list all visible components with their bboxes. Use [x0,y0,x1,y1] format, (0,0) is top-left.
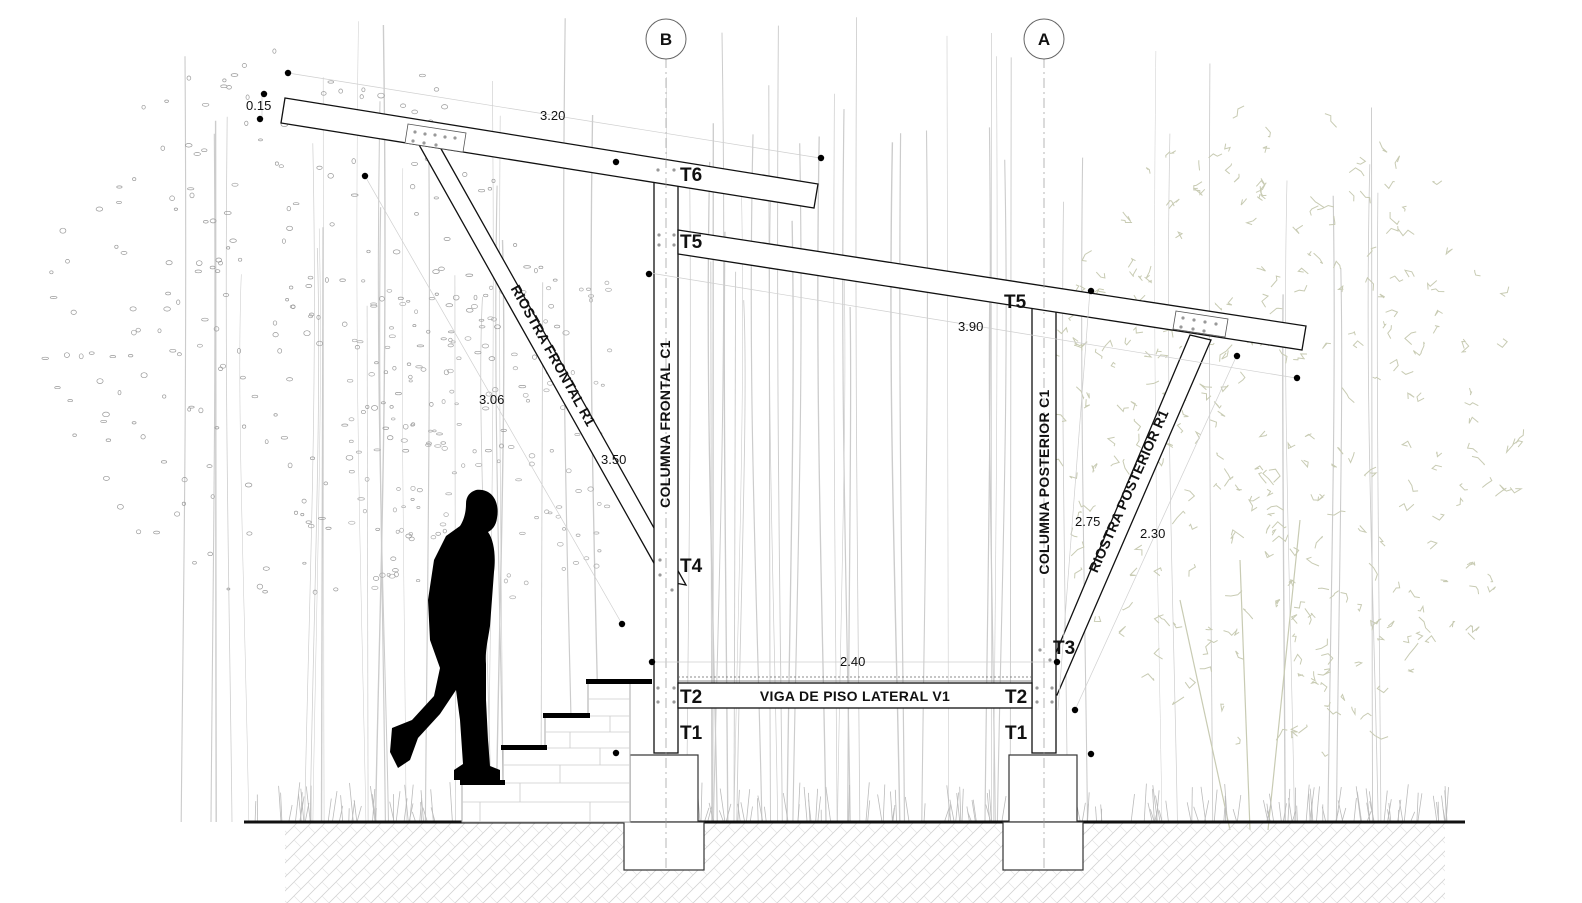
footings [623,754,1084,871]
dim-brace-front-length: 3.50 [601,452,626,467]
joint-t3: T3 [1053,638,1075,659]
main-roof-beam [677,229,1307,351]
dim-roof-main: 3.90 [958,319,983,334]
label-rear-brace: RIOSTRA POSTERIOR R1 [1085,407,1171,575]
dim-beam-depth: 0.15 [246,98,271,113]
grid-label-a: A [1038,30,1050,49]
floor-beam [677,682,1033,709]
grid-bubbles: B A [645,18,1065,60]
joint-t4: T4 [680,556,703,577]
background-trees [41,17,1382,823]
ground [244,782,1465,903]
joint-t6: T6 [680,165,702,186]
label-rear-column: COLUMNA POSTERIOR C1 [1036,389,1052,574]
joint-t2-rear: T2 [1005,687,1027,708]
joint-t5-front: T5 [680,232,703,253]
right-tree-canopy [1048,105,1525,831]
rear-brace [1040,334,1212,696]
joint-t1-rear: T1 [1005,723,1028,744]
dim-roof-front: 3.20 [540,108,565,123]
dim-brace-rear-vertical: 2.75 [1075,514,1100,529]
label-front-column: COLUMNA FRONTAL C1 [657,340,673,508]
grid-label-b: B [660,30,672,49]
joint-t2-front: T2 [680,687,702,708]
human-figure [390,489,500,780]
dim-floor-span: 2.40 [840,654,865,669]
dim-brace-front-vertical: 3.06 [479,392,504,407]
dim-brace-rear-length: 2.30 [1140,526,1165,541]
bolt-plates [404,123,1229,338]
joint-t5-rear: T5 [1004,292,1027,313]
dimension-markers [256,69,1301,758]
grid-lines [665,58,1045,870]
label-floor-beam: VIGA DE PISO LATERAL V1 [760,688,950,704]
joint-t1-front: T1 [680,723,703,744]
floor-deck [678,676,1032,682]
stairs [460,679,652,823]
label-front-brace: RIOSTRA FRONTAL R1 [508,282,599,429]
bolts [411,130,1218,704]
dimension-lines [261,72,1297,711]
